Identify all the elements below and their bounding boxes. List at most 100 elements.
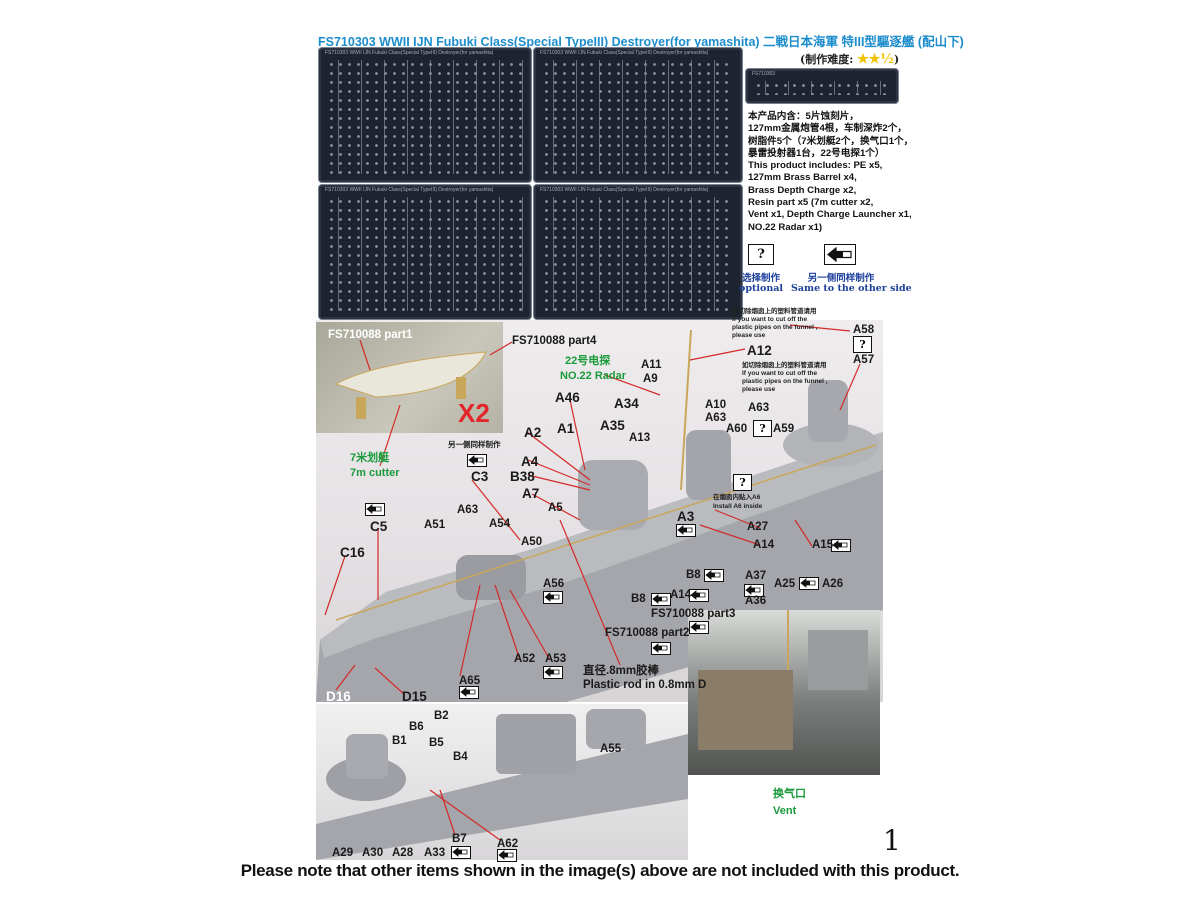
part-callout-label: A60 xyxy=(726,423,748,435)
leader-line xyxy=(324,555,346,616)
part-callout-label: A55 xyxy=(600,743,622,755)
pe-sheet-1: FS710303 WWII IJN Fubuki Class(Special T… xyxy=(318,47,532,183)
contents-line: 暴雷投射器1台，22号电探1个） xyxy=(748,147,885,159)
leader-line xyxy=(359,339,371,371)
leader-line xyxy=(374,667,406,696)
pe-parts-pattern xyxy=(327,197,523,311)
disclaimer-note: Please note that other items shown in th… xyxy=(240,861,960,880)
part-callout-label: FS710088 part2 xyxy=(605,627,690,639)
same-other-side-arrow-icon xyxy=(451,846,471,859)
contents-line: This product includes: PE x5, xyxy=(748,160,883,172)
same-other-side-arrow-icon xyxy=(831,539,851,552)
part-callout-label: A26 xyxy=(822,578,844,590)
part-callout-label: 7米划艇 xyxy=(350,452,390,464)
part-callout-label: X2 xyxy=(458,398,490,428)
part-callout-label: A27 xyxy=(747,521,769,533)
part-callout-label: A51 xyxy=(424,519,446,531)
same-other-side-arrow-icon xyxy=(689,589,709,602)
part-callout-label: A10 xyxy=(705,399,727,411)
part-callout-label: A12 xyxy=(747,343,772,358)
part-callout-label: A56 xyxy=(543,578,565,590)
same-other-side-arrow-icon xyxy=(543,591,563,604)
part-callout-label: A25 xyxy=(774,578,796,590)
part-callout-label: A65 xyxy=(459,675,481,687)
leader-line xyxy=(794,519,813,547)
contents-line: Brass Depth Charge x2, xyxy=(748,184,857,196)
ship-aft-illustration xyxy=(316,709,688,860)
part-callout-label: B6 xyxy=(409,721,424,733)
part-callout-label: A28 xyxy=(392,847,414,859)
pe-sheet-4: FS710303 WWII IJN Fubuki Class(Special T… xyxy=(533,184,743,320)
difficulty-rating: (制作难度: ★★½) xyxy=(800,51,899,67)
part-callout-label: A5 xyxy=(548,502,563,514)
part-callout-label: A34 xyxy=(614,396,639,411)
pe-sheet-header: FS710303 WWII IJN Fubuki Class(Special T… xyxy=(540,50,709,56)
difficulty-label: (制作难度: xyxy=(800,53,854,66)
contents-line: 127mm Brass Barrel x4, xyxy=(748,172,857,184)
part-callout-label: 换气口 xyxy=(773,788,806,800)
part-callout-label: A14 xyxy=(753,539,775,551)
part-callout-label: A63 xyxy=(748,402,770,414)
part-callout-label: A4 xyxy=(521,454,539,469)
pe-sheet-3: FS710303 WWII IJN Fubuki Class(Special T… xyxy=(318,184,532,320)
contents-line: NO.22 Radar x1) xyxy=(748,221,823,233)
optional-question-icon: ? xyxy=(853,336,872,353)
pe-sheet-header: FS710303 WWII IJN Fubuki Class(Special T… xyxy=(540,187,709,193)
assembly-photo-aft xyxy=(316,704,688,860)
same-other-side-arrow-icon xyxy=(467,454,487,467)
optional-question-icon: ? xyxy=(733,474,752,491)
pe-sheet-header: FS710303 xyxy=(752,71,776,77)
part-callout-label: D16 xyxy=(326,689,351,704)
part-callout-label: FS710088 part4 xyxy=(512,335,597,347)
part-callout-label: 在烟囱内贴入A6 xyxy=(713,494,761,501)
leader-line xyxy=(335,664,356,691)
part-callout-label: A2 xyxy=(524,425,542,440)
pe-sheet-2: FS710303 WWII IJN Fubuki Class(Special T… xyxy=(533,47,743,183)
contents-line: 127mm金属炮管4根，车制深炸2个， xyxy=(748,123,907,135)
pe-parts-pattern xyxy=(754,81,890,95)
legend-optional-cn: 选择制作 xyxy=(741,273,780,284)
part-callout-label: 22号电探 xyxy=(565,355,611,367)
leader-line xyxy=(494,584,521,661)
same-other-side-arrow-icon xyxy=(497,849,517,862)
pe-sheet-header: FS710303 WWII IJN Fubuki Class(Special T… xyxy=(325,187,494,193)
same-other-side-arrow-icon xyxy=(704,569,724,582)
page-title: FS710303 WWII IJN Fubuki Class(Special T… xyxy=(318,35,964,49)
same-other-side-arrow-icon xyxy=(651,642,671,655)
part-callout-label: C5 xyxy=(370,519,388,534)
leader-line xyxy=(459,584,481,677)
part-callout-label: A9 xyxy=(643,373,658,385)
star-rating-icon: ★★½ xyxy=(857,52,894,67)
part-callout-label: A57 xyxy=(853,354,875,366)
part-callout-label: 直径.8mm胶棒 xyxy=(583,665,660,677)
part-callout-label: A50 xyxy=(521,536,543,548)
part-callout-label: A1 xyxy=(557,421,575,436)
part-callout-label: Plastic rod in 0.8mm D xyxy=(583,679,707,691)
same-other-side-arrow-icon xyxy=(824,244,856,265)
part-callout-label: B2 xyxy=(434,710,449,722)
same-other-side-arrow-icon xyxy=(651,593,671,606)
same-other-side-arrow-icon xyxy=(459,686,479,699)
part-callout-label: A13 xyxy=(629,432,651,444)
part-callout-label: A29 xyxy=(332,847,354,859)
part-callout-label: A58 xyxy=(853,324,875,336)
part-callout-label: B38 xyxy=(510,469,535,484)
same-other-side-arrow-icon xyxy=(543,666,563,679)
cutter-inset-photo xyxy=(316,322,503,433)
part-callout-label: A36 xyxy=(745,595,767,607)
leader-line xyxy=(559,519,621,666)
part-callout-label: 另一侧同样制作 xyxy=(448,440,501,449)
leader-line xyxy=(489,341,513,356)
part-callout-label: B1 xyxy=(392,735,407,747)
part-callout-label: A14 xyxy=(670,589,692,601)
part-callout-label: A59 xyxy=(773,423,795,435)
part-callout-label: Install A6 inside xyxy=(713,503,763,510)
difficulty-close: ) xyxy=(893,53,900,66)
legend-same-side-en: Same to the other side xyxy=(791,283,912,294)
part-callout-label: 7m cutter xyxy=(350,467,400,479)
contents-line: 本产品内含：5片蚀刻片， xyxy=(748,111,859,122)
contents-line: 树脂件5个（7米划艇2个，换气口1个， xyxy=(748,135,914,147)
part-callout-label: A35 xyxy=(600,418,625,433)
